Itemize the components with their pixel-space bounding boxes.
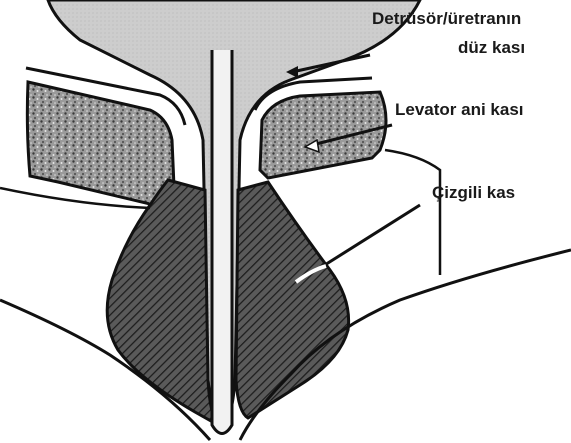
label-detrusor-line1: Detrüsör/üretranın bbox=[372, 9, 521, 29]
pelvic-wall-right bbox=[385, 150, 440, 275]
label-levator-ani: Levator ani kası bbox=[395, 100, 524, 120]
label-detrusor-line2: düz kası bbox=[458, 38, 525, 58]
striated-muscle bbox=[107, 180, 218, 425]
label-striated-muscle: Çizgili kas bbox=[432, 183, 515, 203]
urethra bbox=[212, 50, 232, 434]
levator-ani-left bbox=[27, 82, 175, 210]
levator-ani-right bbox=[260, 92, 386, 178]
detrusor-smooth-muscle bbox=[48, 0, 420, 430]
striated-muscle-right bbox=[236, 182, 349, 418]
leader-striated bbox=[320, 205, 420, 268]
